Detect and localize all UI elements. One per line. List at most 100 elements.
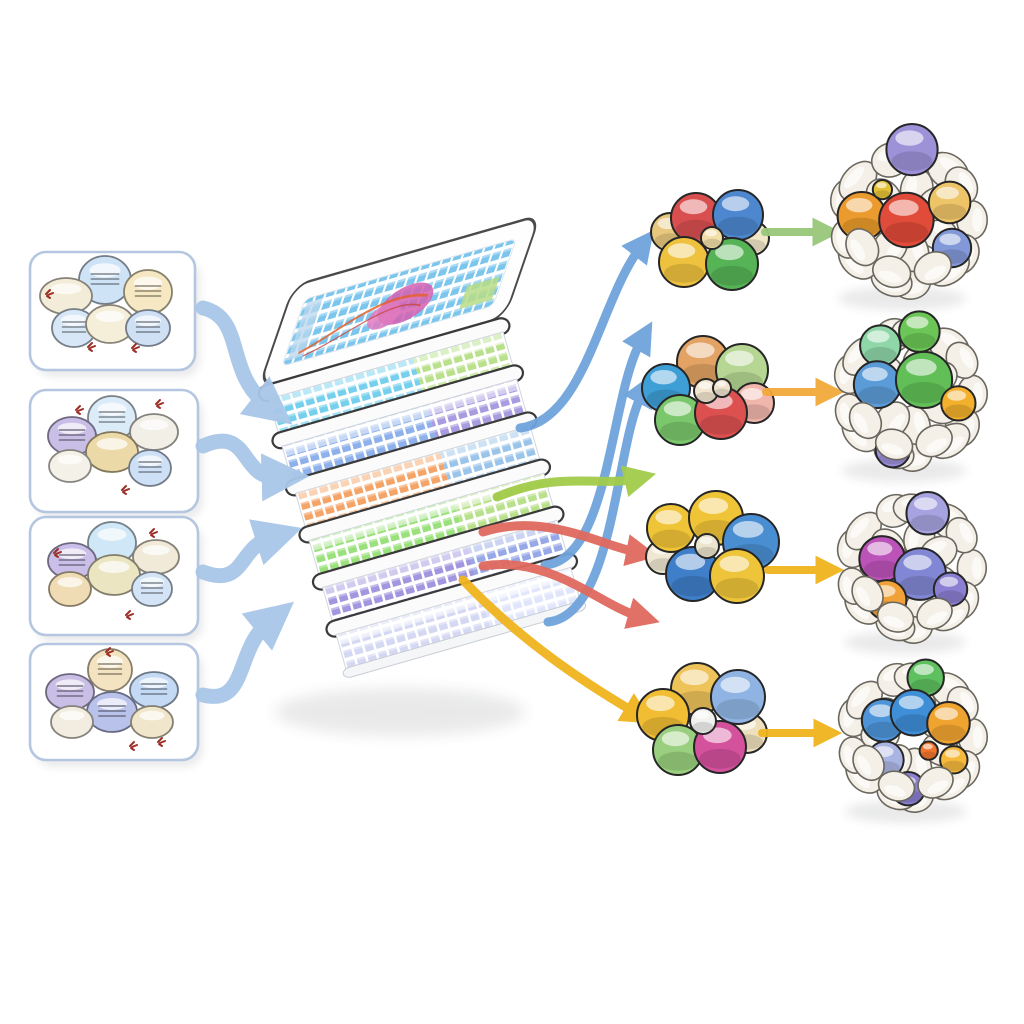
flow-arrow xyxy=(543,373,653,627)
small-complex-1 xyxy=(650,189,770,291)
molecule-ball xyxy=(709,548,765,604)
assembly-accent-ball xyxy=(898,310,941,353)
stack-to-complex-arrows xyxy=(458,230,660,724)
subunit-blob xyxy=(852,744,885,782)
large-assembly-4 xyxy=(837,658,989,823)
molecule-ball xyxy=(712,189,764,241)
molecule-blob xyxy=(128,449,172,487)
assembly-accent-ball xyxy=(852,360,902,410)
input-molecule-panels xyxy=(28,250,203,767)
molecule-ball xyxy=(658,236,710,288)
input-panel-4 xyxy=(28,642,203,767)
assembly-accent-ball xyxy=(889,688,938,737)
large-assembly-3 xyxy=(836,491,988,654)
molecule-blob xyxy=(87,395,137,441)
subunit-blob xyxy=(915,424,953,458)
small-complex-2 xyxy=(641,335,775,446)
residue-mark xyxy=(53,548,62,558)
large-assembly-2 xyxy=(833,310,989,483)
molecule-blob xyxy=(129,671,179,709)
molecule-ball xyxy=(694,386,748,440)
flow-arrow xyxy=(515,230,654,433)
assembly-accent-ball xyxy=(885,123,939,177)
residue-mark xyxy=(155,399,164,409)
subunit-blob xyxy=(872,255,912,289)
molecule-blob xyxy=(85,431,139,473)
flow-arrow xyxy=(195,601,294,704)
molecule-ball xyxy=(705,237,759,291)
flow-arrow xyxy=(195,433,310,502)
flow-arrow xyxy=(540,321,653,570)
molecule-blob xyxy=(50,705,94,739)
residue-mark xyxy=(129,741,138,751)
molecule-ball xyxy=(693,378,719,404)
assembly-accent-ball xyxy=(918,740,939,761)
flow-arrow xyxy=(478,521,659,567)
subunit-blob xyxy=(877,770,916,802)
molecule-ball xyxy=(694,533,720,559)
assembly-accent-ball xyxy=(878,191,935,249)
molecule-blob xyxy=(132,539,180,575)
molecule-ball xyxy=(710,669,766,725)
input-panel-1 xyxy=(28,250,200,377)
assembly-accent-ball xyxy=(894,350,954,410)
residue-mark xyxy=(149,528,158,538)
small-complex-4 xyxy=(636,662,768,776)
large-assembly-1 xyxy=(829,123,988,311)
plate-layer-4 xyxy=(298,458,555,577)
subunit-blob xyxy=(916,597,953,630)
residue-mark xyxy=(157,737,166,747)
flow-arrow xyxy=(195,519,303,584)
molecule-blob xyxy=(123,269,173,315)
residue-mark xyxy=(125,610,134,620)
molecule-ball xyxy=(689,707,717,735)
residue-mark xyxy=(87,342,96,352)
molecule-blob xyxy=(87,554,141,596)
flow-arrow xyxy=(458,575,654,724)
molecule-ball xyxy=(712,378,732,398)
small-complex-3 xyxy=(645,490,780,604)
small-complexes xyxy=(636,189,780,776)
residue-mark xyxy=(131,343,140,353)
panel-to-stack-arrows xyxy=(195,300,310,704)
assembly-accent-ball xyxy=(927,180,972,225)
plate-lid xyxy=(262,217,537,385)
assembly-accent-ball xyxy=(939,745,969,775)
molecule-blob xyxy=(85,304,135,344)
flow-arrow xyxy=(195,300,293,425)
molecule-blob xyxy=(86,691,138,733)
residue-mark xyxy=(121,485,130,495)
assembly-accent-ball xyxy=(871,179,894,201)
large-assemblies xyxy=(829,123,989,823)
subunit-blob xyxy=(913,251,952,285)
residue-mark xyxy=(45,289,54,299)
molecule-ball xyxy=(654,394,706,446)
molecule-blob xyxy=(48,571,92,607)
residue-mark xyxy=(75,405,84,415)
plate-layer-1 xyxy=(257,317,514,436)
molecule-blob xyxy=(87,648,133,692)
subunit-blob xyxy=(874,428,914,461)
molecule-blob xyxy=(131,571,173,607)
molecule-ball xyxy=(646,503,696,553)
subunit-blob xyxy=(845,228,880,267)
molecule-blob xyxy=(45,673,95,711)
molecule-blob xyxy=(51,308,97,348)
molecule-ball xyxy=(700,226,724,250)
molecule-blob xyxy=(130,705,174,739)
plate-layer-3 xyxy=(284,411,541,530)
subunit-blob xyxy=(876,601,915,633)
flow-arrow xyxy=(478,560,660,629)
subunit-blob xyxy=(848,401,883,440)
assembly-accent-ball xyxy=(940,385,977,422)
flow-arrow xyxy=(492,465,657,502)
molecule-blob xyxy=(125,309,171,347)
subunit-blob xyxy=(851,575,884,613)
plate-stack xyxy=(257,217,587,736)
input-panel-3 xyxy=(28,515,203,642)
molecule-blob xyxy=(48,449,92,483)
complex-to-assembly-arrows xyxy=(758,217,845,748)
molecule-ball xyxy=(665,546,721,602)
